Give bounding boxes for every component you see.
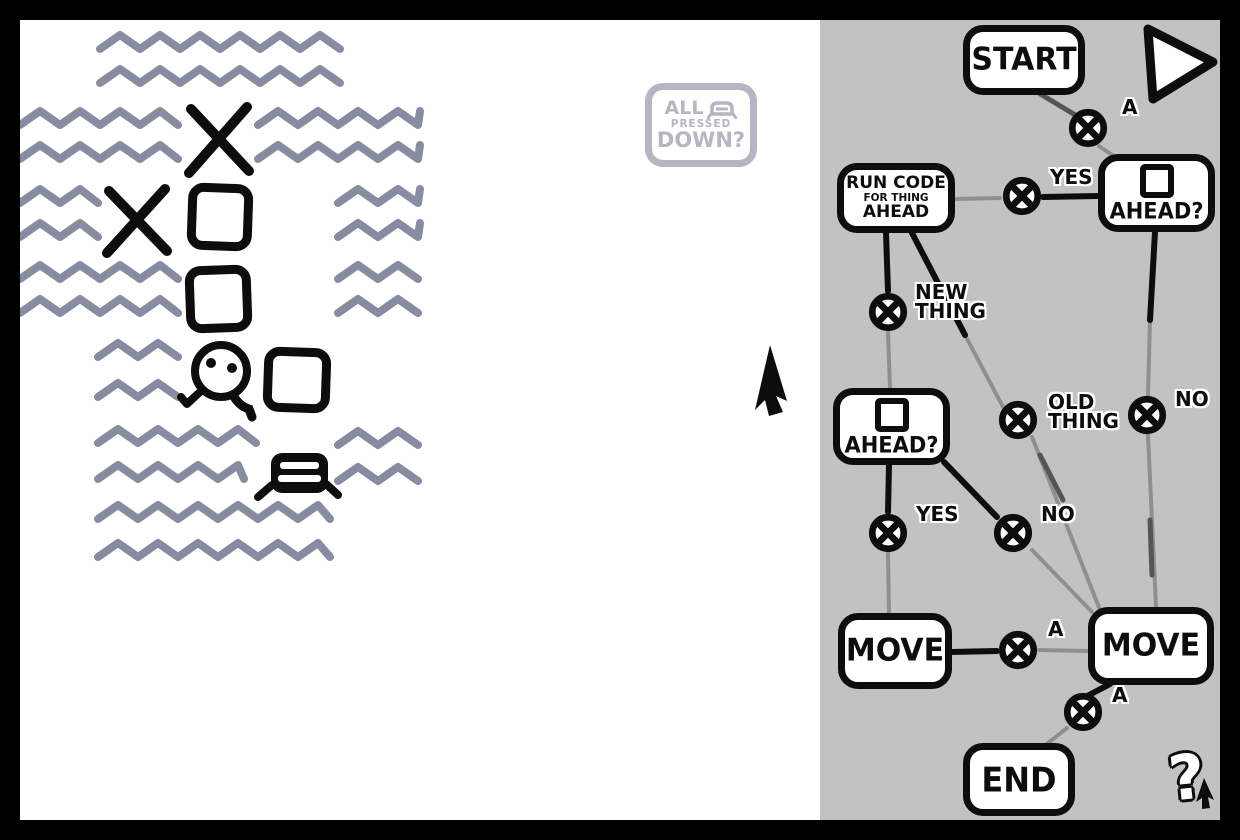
port-label: YES [1050, 165, 1093, 189]
wave-line [334, 261, 422, 283]
connector-port-no-mid[interactable]: NO [992, 504, 1075, 554]
circle-x-icon [868, 513, 908, 553]
wave-line [94, 425, 260, 447]
x-mark [184, 102, 254, 178]
node-ahead-top[interactable]: AHEAD? [1098, 154, 1215, 232]
connector-port-start-a[interactable]: A [1067, 97, 1137, 149]
port-label: YES [916, 502, 959, 526]
wave-line [334, 427, 422, 449]
wave-line [254, 107, 424, 129]
connector-port-yes-left[interactable]: YES [867, 504, 959, 554]
square-icon [874, 397, 909, 432]
circle-x-icon [868, 292, 908, 332]
run-code-line3: AHEAD [862, 202, 930, 223]
node-ahead-left-label: AHEAD? [844, 431, 939, 458]
world-scene [20, 31, 787, 561]
wave-line [94, 339, 182, 361]
stamp-word-pressed: PRESSED [670, 117, 732, 130]
wave-line [254, 141, 424, 163]
wave-line [20, 107, 182, 129]
circle-x-icon [998, 400, 1038, 440]
circle-x-icon [998, 630, 1038, 670]
cursor-icon [755, 345, 787, 416]
node-end-label: END [981, 759, 1057, 800]
x-mark [102, 184, 172, 258]
node-move-left-label: MOVE [845, 632, 945, 669]
run-code-line1: RUN CODE [846, 172, 946, 193]
crate-icon [184, 264, 253, 334]
circle-x-icon [1063, 692, 1103, 732]
player-character [177, 341, 257, 422]
node-move-right-label: MOVE [1101, 627, 1201, 664]
node-end[interactable]: END [963, 743, 1075, 816]
crate-icon [186, 182, 254, 252]
connector-port-old-thing[interactable]: OLD THING [997, 392, 1119, 441]
node-ahead-left[interactable]: AHEAD? [833, 388, 950, 465]
crate-icon [262, 346, 332, 414]
wave-line [334, 463, 422, 485]
square-icon [1139, 164, 1174, 198]
port-label: NEW THING [915, 280, 986, 323]
wave-line [20, 141, 182, 163]
wave-line [20, 185, 102, 207]
pressure-plate-icon [254, 453, 342, 501]
port-label: OLD THING [1048, 390, 1119, 433]
port-label: A [1048, 617, 1064, 641]
connector-port-yes-top[interactable]: YES [1001, 167, 1093, 217]
stamp-word-down: DOWN? [656, 128, 746, 153]
connector-port-end-a[interactable]: A [1062, 685, 1127, 733]
circle-x-icon [1127, 395, 1167, 435]
circle-x-icon [1068, 108, 1108, 148]
connector-port-move-a[interactable]: A [997, 619, 1063, 671]
wave-line [94, 379, 182, 401]
wave-line [334, 185, 424, 207]
wave-line [20, 295, 182, 317]
connector-port-new-thing[interactable]: NEW THING [867, 282, 986, 333]
wave-line [334, 295, 422, 317]
world-view: ALL PRESSED DOWN? [20, 20, 820, 820]
circle-x-icon [1002, 176, 1042, 216]
port-label: NO [1175, 387, 1209, 411]
wave-line [94, 501, 334, 523]
node-ahead-top-label: AHEAD? [1109, 198, 1204, 224]
wave-line [94, 539, 334, 561]
node-start-label: START [971, 41, 1077, 78]
node-move-left[interactable]: MOVE [838, 613, 952, 689]
water-waves [20, 31, 424, 561]
wave-line [334, 219, 424, 241]
play-button[interactable] [1140, 22, 1220, 106]
wave-line [96, 31, 344, 53]
node-move-right[interactable]: MOVE [1088, 607, 1214, 685]
node-run-code[interactable]: RUN CODE FOR THING AHEAD [837, 163, 955, 233]
wave-line [94, 461, 248, 483]
port-label: A [1112, 683, 1128, 707]
wave-line [96, 65, 344, 87]
wave-line [20, 261, 182, 283]
wave-line [20, 219, 102, 241]
node-start[interactable]: START [963, 25, 1085, 95]
objective-stamp: ALL PRESSED DOWN? [645, 83, 757, 167]
port-label: NO [1041, 502, 1075, 526]
connector-port-no-right[interactable]: NO [1126, 389, 1209, 436]
help-cursor-icon [1196, 778, 1214, 809]
circle-x-icon [993, 513, 1033, 553]
pressure-plate-icon [707, 100, 738, 119]
stamp-word-all: ALL [664, 97, 704, 120]
